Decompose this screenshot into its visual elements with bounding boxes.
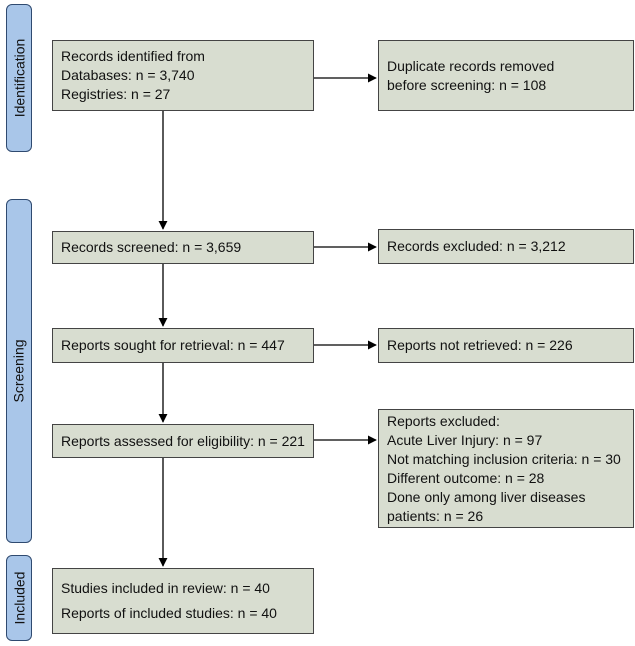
records-screened-box: Records screened: n = 3,659: [52, 231, 314, 264]
records-excluded-box: Records excluded: n = 3,212: [378, 229, 634, 264]
reports-assessed-box: Reports assessed for eligibility: n = 22…: [52, 424, 314, 458]
reports-excluded-line6: patients: n = 26: [387, 507, 484, 524]
reports-excluded-line4: Different outcome: n = 28: [387, 469, 545, 486]
reports-assessed-text: Reports assessed for eligibility: n = 22…: [61, 432, 305, 449]
records-excluded-text: Records excluded: n = 3,212: [387, 238, 566, 254]
phase-included-label: Included: [11, 571, 27, 625]
duplicates-removed-box: Duplicate records removed before screeni…: [378, 40, 634, 111]
records-identified-box: Records identified from Databases: n = 3…: [52, 40, 314, 111]
reports-excluded-box: Reports excluded: Acute Liver Injury: n …: [378, 409, 634, 528]
reports-sought-box: Reports sought for retrieval: n = 447: [52, 328, 314, 363]
reports-excluded-line1: Reports excluded:: [387, 412, 500, 429]
phase-included: Included: [6, 555, 32, 641]
duplicates-removed-line2: before screening: n = 108: [387, 76, 547, 93]
studies-included-line2: Reports of included studies: n = 40: [61, 605, 277, 621]
phase-identification-label: Identification: [11, 38, 28, 118]
reports-excluded-line2: Acute Liver Injury: n = 97: [387, 431, 543, 448]
reports-not-retrieved-box: Reports not retrieved: n = 226: [378, 328, 634, 363]
phase-screening: Screening: [6, 199, 32, 543]
reports-sought-text: Reports sought for retrieval: n = 447: [61, 337, 285, 353]
reports-excluded-line5: Done only among liver diseases: [387, 488, 586, 505]
reports-not-retrieved-text: Reports not retrieved: n = 226: [387, 337, 573, 353]
reports-excluded-line3: Not matching inclusion criteria: n = 30: [387, 450, 621, 467]
records-identified-line1: Records identified from: [61, 48, 205, 64]
records-screened-text: Records screened: n = 3,659: [61, 239, 242, 255]
records-identified-line2: Databases: n = 3,740: [61, 67, 195, 83]
studies-included-box: Studies included in review: n = 40 Repor…: [52, 568, 314, 634]
records-identified-line3: Registries: n = 27: [61, 86, 171, 102]
studies-included-line1: Studies included in review: n = 40: [61, 580, 270, 596]
phase-identification: Identification: [6, 4, 32, 152]
phase-screening-label: Screening: [11, 339, 28, 403]
duplicates-removed-line1: Duplicate records removed: [387, 57, 555, 74]
